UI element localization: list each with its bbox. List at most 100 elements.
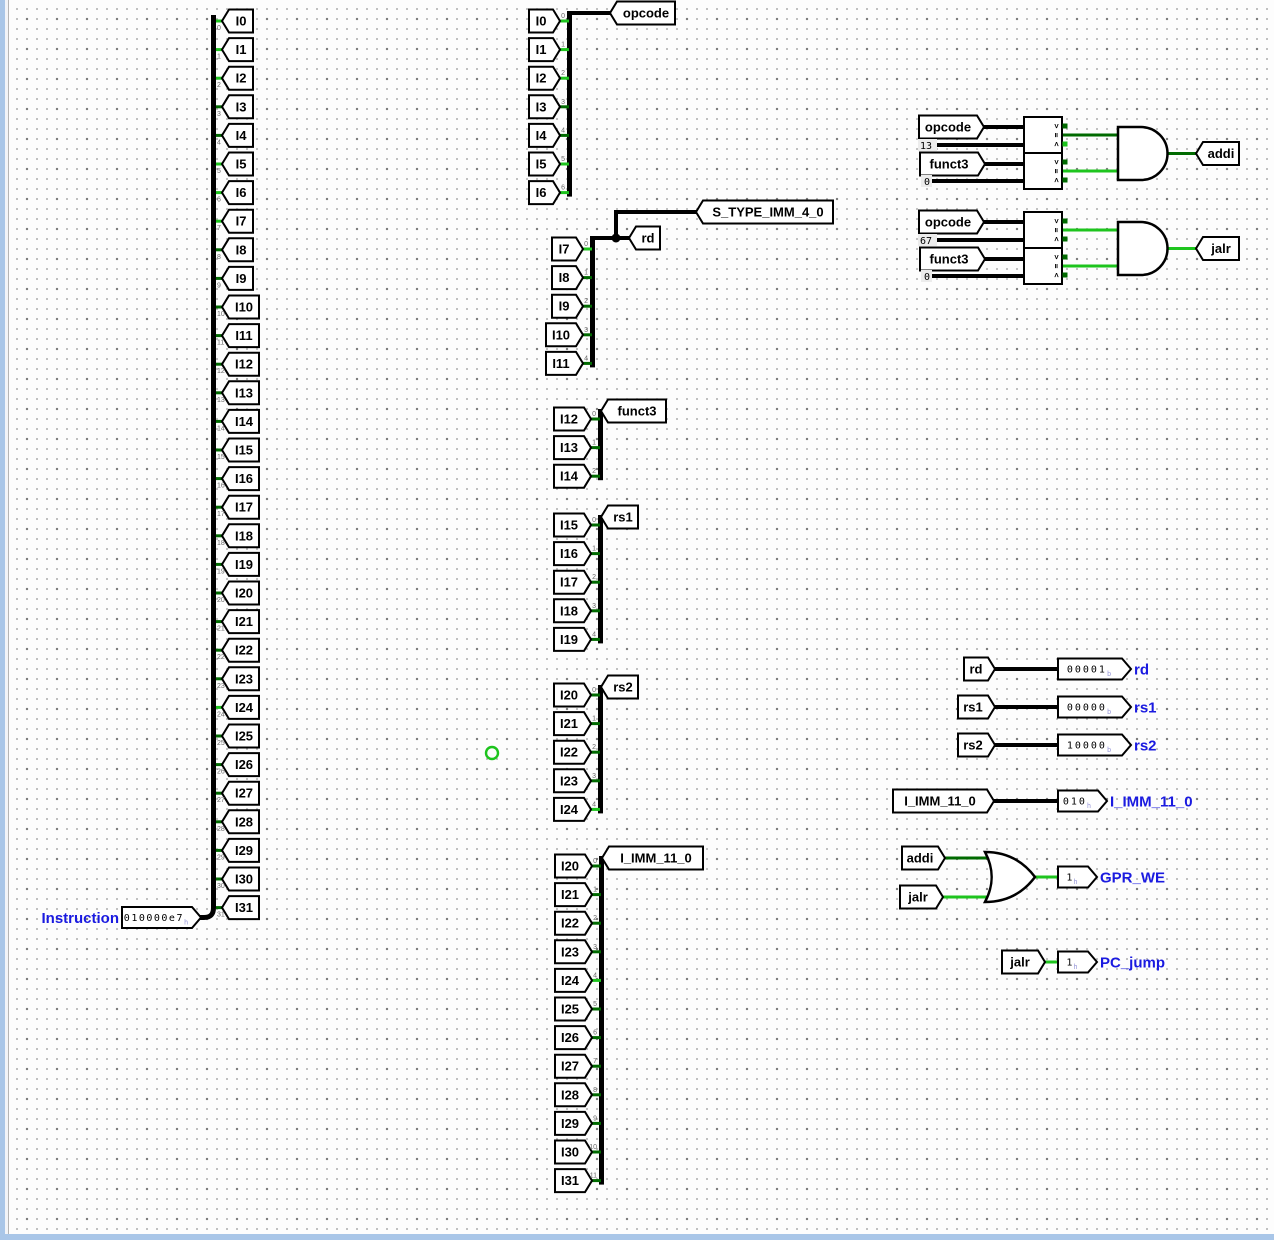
window-edge-left-inner bbox=[5, 0, 9, 1240]
tunnel-label: I22 bbox=[561, 916, 579, 931]
tunnel-jalr-src2: jalr bbox=[1001, 949, 1047, 975]
tunnel-label: rd bbox=[642, 231, 655, 246]
tunnel-I23: I23 bbox=[554, 939, 594, 965]
pin-dot bbox=[1062, 236, 1068, 242]
wire bbox=[984, 162, 1026, 166]
tunnel-label: I9 bbox=[559, 299, 570, 314]
bit-wire-I0 bbox=[216, 19, 224, 23]
cmp-eq-wire bbox=[1062, 264, 1118, 268]
tunnel-label: I18 bbox=[560, 603, 578, 618]
tunnel-label: I0 bbox=[536, 14, 547, 29]
tunnel-I2: I2 bbox=[220, 65, 254, 91]
tunnel-I7: I7 bbox=[551, 236, 585, 262]
tunnel-I20: I20 bbox=[554, 853, 594, 879]
bit-wire-I9 bbox=[216, 276, 224, 280]
tunnel-label: I4 bbox=[536, 128, 548, 143]
instruction-input[interactable]: 010000e7h bbox=[121, 906, 203, 929]
tunnel-I20: I20 bbox=[553, 682, 593, 708]
bit-wire bbox=[585, 580, 600, 584]
tunnel-I4: I4 bbox=[528, 122, 562, 148]
bit-wire-I17 bbox=[216, 505, 224, 509]
bit-number: 12 bbox=[217, 368, 225, 375]
tunnel-I30: I30 bbox=[220, 866, 260, 892]
tunnel-I1: I1 bbox=[528, 37, 562, 63]
tunnel-I5: I5 bbox=[528, 151, 562, 177]
splitter-bar-rs1 bbox=[598, 515, 603, 644]
tunnel-label: I30 bbox=[561, 1145, 579, 1160]
tunnel-I22: I22 bbox=[220, 637, 260, 663]
tunnel-I18: I18 bbox=[220, 523, 260, 549]
tunnel-I31: I31 bbox=[220, 895, 260, 921]
bus-opcode bbox=[567, 11, 612, 15]
bit-number: 14 bbox=[217, 425, 225, 432]
tunnel-label: funct3 bbox=[618, 404, 657, 419]
constant-box bbox=[918, 234, 937, 246]
tunnel-label: I_IMM_11_0 bbox=[620, 851, 692, 866]
tunnel-rd: rd bbox=[963, 656, 997, 682]
tunnel-I24: I24 bbox=[220, 694, 260, 720]
tunnel-I22: I22 bbox=[553, 739, 593, 765]
tunnel-label: rs1 bbox=[963, 700, 983, 715]
schematic-grid bbox=[9, 0, 1274, 1240]
bit-number: 9 bbox=[217, 282, 221, 289]
wires bbox=[199, 11, 1197, 1185]
tunnel-I23: I23 bbox=[553, 768, 593, 794]
bit-wire-I22 bbox=[216, 648, 224, 652]
tunnel-label: I16 bbox=[560, 546, 578, 561]
tunnel-I3: I3 bbox=[220, 94, 254, 120]
bit-number: 1 bbox=[592, 716, 596, 723]
bit-number: 1 bbox=[584, 270, 588, 277]
tunnel-label: rs2 bbox=[963, 738, 983, 753]
bit-number: 7 bbox=[217, 225, 221, 232]
bit-number: 2 bbox=[561, 70, 565, 77]
pin-value: 1h bbox=[1066, 873, 1077, 887]
tunnel-label: I30 bbox=[235, 872, 253, 887]
output-pin-rs2: 10000b bbox=[1057, 733, 1133, 757]
tunnel-I0: I0 bbox=[220, 8, 254, 34]
tunnel-label: I16 bbox=[235, 471, 253, 486]
pin-value: 010h bbox=[1063, 797, 1091, 811]
tunnel-label: addi bbox=[907, 851, 934, 866]
tunnel-I8: I8 bbox=[220, 237, 254, 263]
tunnel-opcode: opcode bbox=[608, 0, 676, 26]
cmp-symbol: < bbox=[1052, 142, 1061, 147]
bit-number: 16 bbox=[217, 483, 225, 490]
bit-wire bbox=[586, 864, 601, 868]
wire bbox=[1034, 875, 1059, 879]
decoder-out-wire bbox=[1167, 247, 1197, 250]
tunnel-label: I14 bbox=[560, 469, 579, 484]
tunnel-I22: I22 bbox=[554, 910, 594, 936]
bit-wire bbox=[586, 1121, 601, 1125]
tunnel-label: I5 bbox=[536, 157, 547, 172]
tunnel-I8: I8 bbox=[551, 265, 585, 291]
bit-wire-I16 bbox=[216, 477, 224, 481]
tunnel-rd: rd bbox=[627, 225, 661, 251]
bit-number: 2 bbox=[592, 574, 596, 581]
pin-dot bbox=[1062, 218, 1068, 224]
cmp-symbol: < bbox=[1052, 178, 1061, 183]
tunnel-label: I1 bbox=[536, 42, 547, 57]
cmp-symbol: < bbox=[1052, 237, 1061, 242]
tunnel-rs2: rs2 bbox=[599, 674, 639, 700]
wire bbox=[1044, 960, 1059, 964]
bit-number: 4 bbox=[592, 801, 596, 808]
pin-dot bbox=[1062, 141, 1068, 147]
pin-value: 1h bbox=[1066, 958, 1077, 972]
bit-wire-I5 bbox=[216, 162, 224, 166]
tunnel-label: I10 bbox=[235, 300, 253, 315]
bit-number: 1 bbox=[561, 42, 565, 49]
tunnel-I_IMM_11_0: I_IMM_11_0 bbox=[600, 845, 704, 871]
tunnel-I5: I5 bbox=[220, 151, 254, 177]
tunnel-label: I13 bbox=[560, 440, 578, 455]
bit-wire-I31 bbox=[216, 906, 224, 910]
tunnel-label: funct3 bbox=[930, 252, 969, 267]
bit-number: 0 bbox=[584, 241, 588, 248]
tunnel-label: rd bbox=[970, 662, 983, 677]
components: I0I1I2I3I4I5I6I7I8I9I10I11I12I13I14I15I1… bbox=[121, 0, 1240, 1194]
wire bbox=[993, 799, 1059, 803]
pin-dot bbox=[1062, 123, 1068, 129]
tunnel-opcode: opcode bbox=[918, 209, 986, 235]
tunnel-I3: I3 bbox=[528, 94, 562, 120]
bit-number: 2 bbox=[592, 744, 596, 751]
